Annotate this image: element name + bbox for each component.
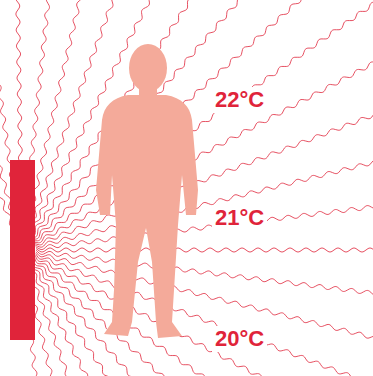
heat-wave	[31, 261, 335, 376]
heat-wave	[35, 255, 373, 376]
heat-wave	[36, 180, 373, 249]
heat-wave	[33, 0, 373, 241]
person-silhouette	[96, 44, 198, 338]
heat-wave	[36, 252, 373, 376]
person-body	[96, 95, 198, 338]
heat-wave	[30, 0, 373, 238]
person-head	[129, 44, 167, 92]
temperature-label: 22°C	[212, 87, 267, 113]
heat-wave	[35, 113, 373, 247]
radiator-panel	[10, 160, 35, 340]
heat-wave	[35, 49, 373, 245]
heat-wave	[36, 254, 373, 376]
heat-wave	[36, 248, 373, 252]
heat-wave	[34, 257, 373, 376]
temperature-label: 20°C	[212, 326, 267, 352]
temperature-label: 21°C	[212, 205, 267, 231]
heat-wave	[32, 260, 373, 376]
heat-wave	[34, 0, 373, 243]
heat-wave	[29, 262, 277, 376]
heat-wave	[33, 258, 373, 376]
